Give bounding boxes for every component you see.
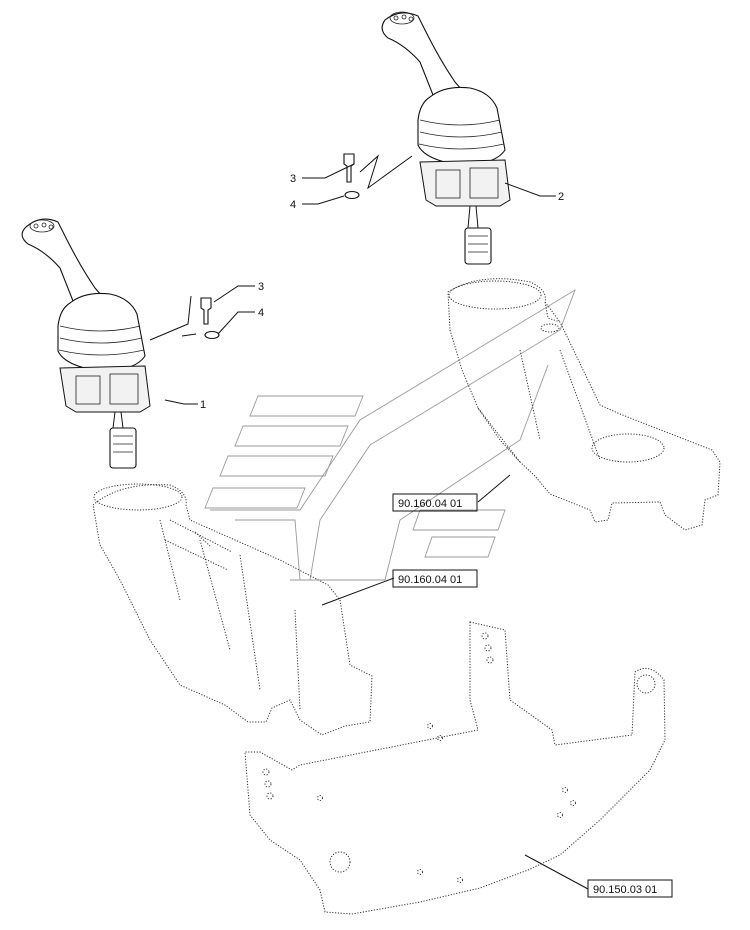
bolt-washer-group-b (149, 295, 220, 341)
callout-3-lower: 3 (258, 281, 264, 293)
callout-1: 1 (200, 399, 206, 411)
right-console (447, 278, 721, 531)
reference-box-3[interactable]: 90.150.03 01 (587, 879, 673, 898)
joystick-1 (21, 218, 151, 469)
mounting-plate (244, 621, 666, 915)
left-console (92, 483, 373, 736)
reference-label-2: 90.160.04 01 (398, 574, 462, 586)
joystick-2 (381, 11, 511, 265)
reference-label-3: 90.150.03 01 (593, 884, 657, 896)
bolt-washer-group-a (343, 153, 413, 200)
reference-label-1: 90.160.04 01 (398, 498, 462, 510)
callout-4-lower: 4 (258, 307, 264, 319)
callout-2: 2 (558, 191, 564, 203)
reference-box-1[interactable]: 90.160.04 01 (392, 493, 478, 512)
callout-4-upper: 4 (290, 199, 296, 211)
callout-3-upper: 3 (290, 173, 296, 185)
leader-lines (164, 163, 589, 890)
reference-box-2[interactable]: 90.160.04 01 (392, 569, 478, 588)
watermark-logo (204, 288, 576, 581)
